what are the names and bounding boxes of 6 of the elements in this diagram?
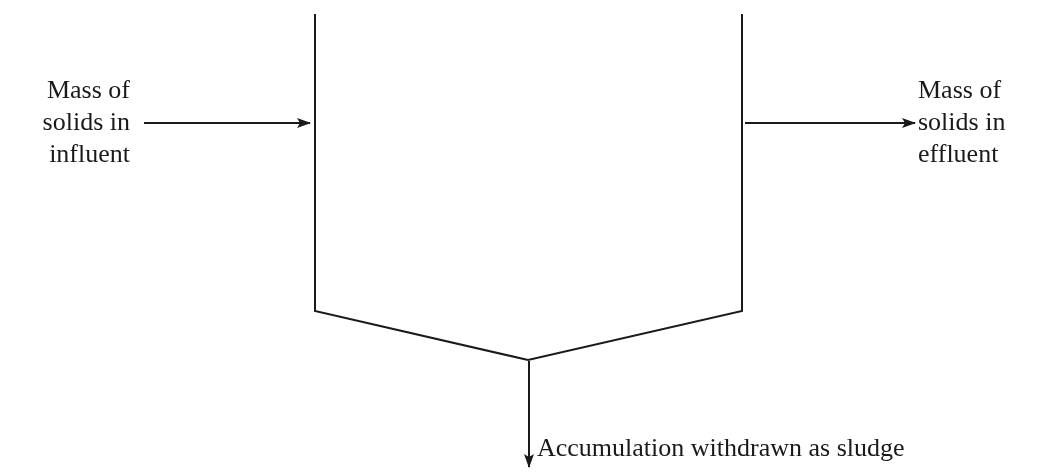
flow-label: Mass of solids in influent: [10, 74, 130, 174]
arrow: [744, 118, 916, 128]
flow-label: Mass of solids in effluent: [918, 74, 1043, 174]
arrow: [524, 360, 534, 468]
arrow: [143, 118, 311, 128]
flow-label: Accumulation withdrawn as sludge: [528, 432, 1046, 470]
